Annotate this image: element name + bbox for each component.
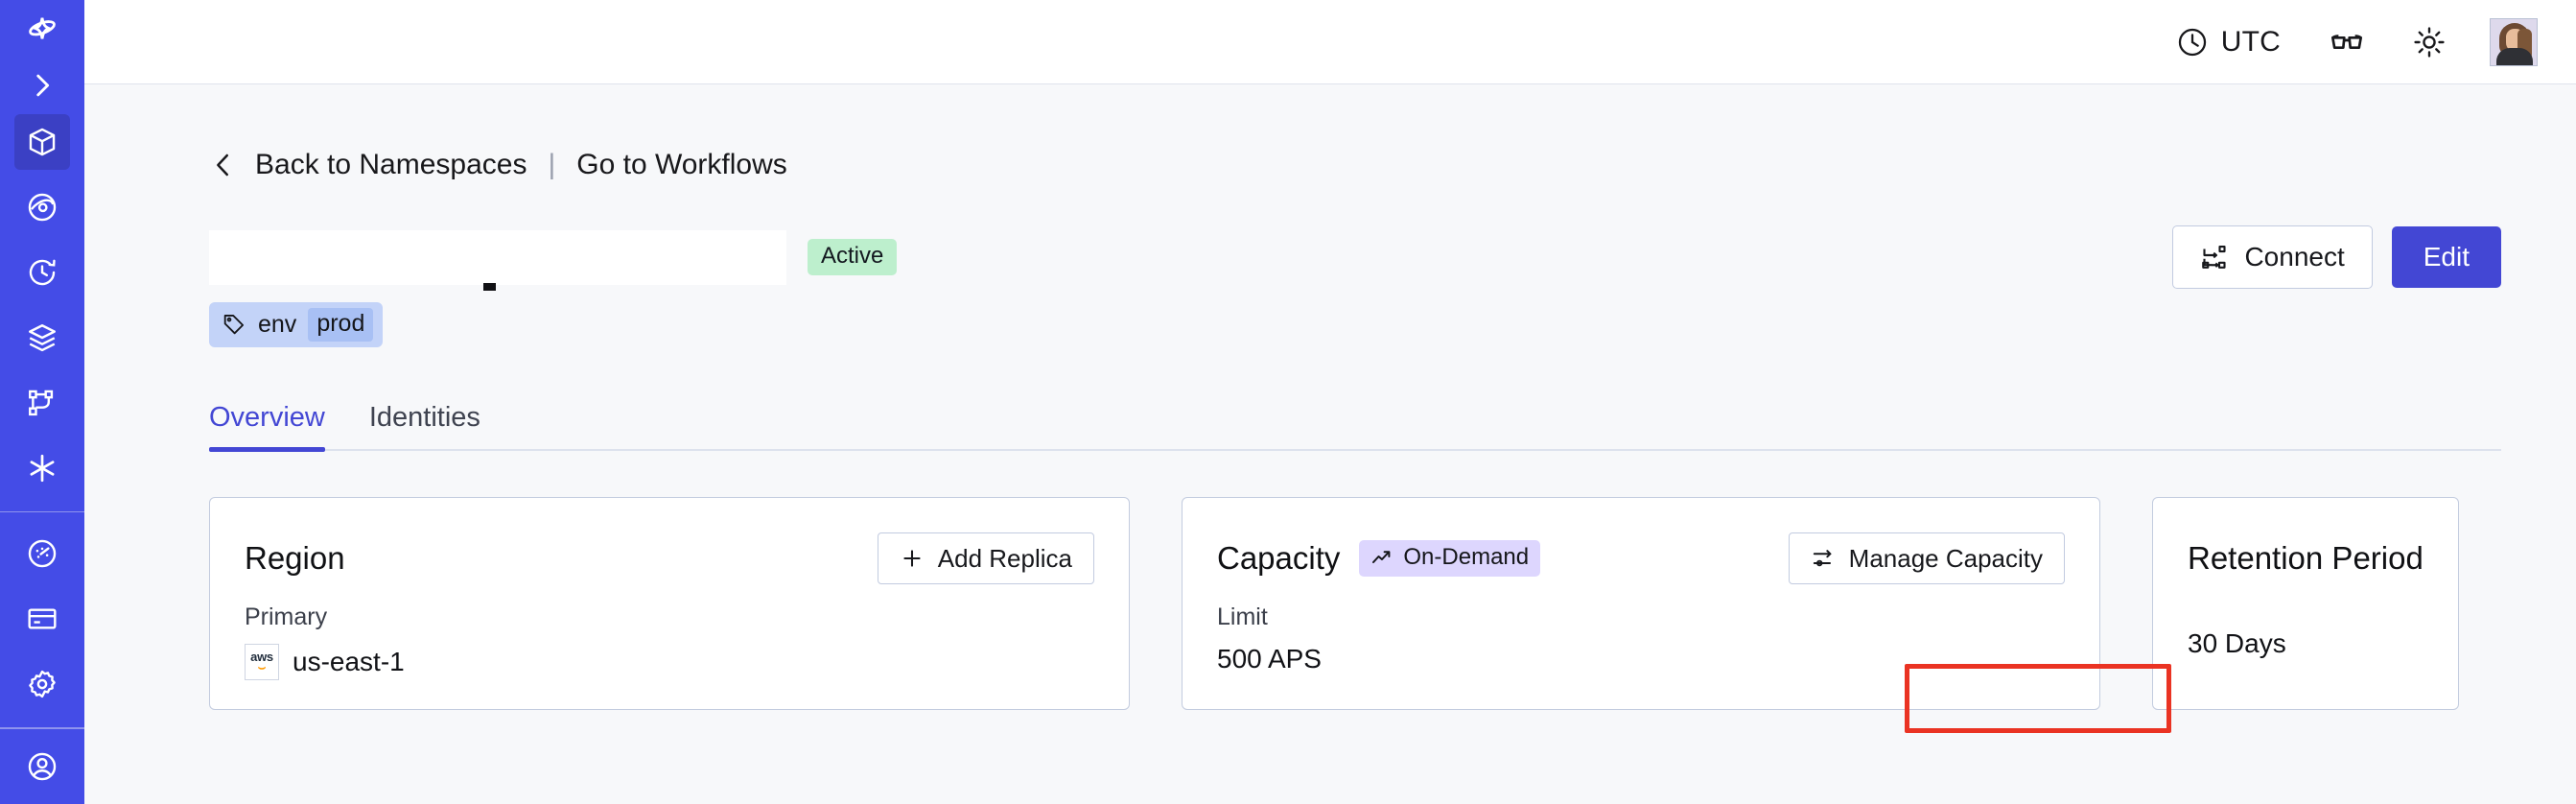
main-area: UTC — [84, 0, 2576, 804]
capacity-mode-badge: On-Demand — [1359, 539, 1541, 578]
asterisk-icon — [25, 451, 59, 485]
sidebar-item-billing[interactable] — [14, 591, 70, 647]
tag-key: env — [258, 310, 297, 338]
namespace-tags: env prod — [209, 301, 2501, 347]
header-actions: Connect Edit — [2172, 225, 2501, 289]
sidebar-item-observability[interactable] — [14, 179, 70, 235]
chevron-left-icon — [209, 151, 238, 179]
app-logo[interactable] — [0, 2, 84, 58]
theme-toggle-button[interactable] — [2400, 12, 2459, 72]
gauge-icon — [26, 537, 59, 570]
region-value: us-east-1 — [293, 647, 405, 676]
capacity-card-title: Capacity — [1217, 540, 1341, 576]
back-to-namespaces-link[interactable]: Back to Namespaces — [209, 149, 527, 181]
page-content: Back to Namespaces | Go to Workflows Act… — [84, 84, 2576, 804]
sidebar-item-schedules[interactable] — [14, 245, 70, 300]
clock-history-icon — [26, 256, 59, 289]
reading-mode-button[interactable] — [2317, 12, 2377, 72]
avatar-body — [2496, 47, 2533, 65]
sliders-icon — [1811, 546, 1836, 571]
timezone-selector[interactable]: UTC — [2163, 20, 2294, 64]
region-card-actions: Add Replica — [877, 532, 1094, 584]
sidebar-item-account[interactable] — [14, 739, 70, 794]
capacity-mode-label: On-Demand — [1403, 543, 1530, 570]
sun-icon — [2412, 25, 2447, 59]
retention-card-header: Retention Period — [2188, 531, 2424, 586]
add-replica-button[interactable]: Add Replica — [877, 532, 1094, 584]
breadcrumb-separator: | — [548, 149, 556, 180]
credit-card-icon — [26, 603, 59, 635]
region-card-header: Region Add Replica — [245, 531, 1094, 586]
connect-nodes-icon — [2200, 243, 2229, 272]
aws-logo-text: aws — [250, 650, 273, 664]
status-badge: Active — [808, 238, 898, 276]
glasses-icon — [2328, 23, 2366, 61]
sidebar-footer-group — [14, 739, 70, 804]
tag-icon — [222, 312, 246, 337]
tab-bar: Overview Identities — [209, 388, 2501, 452]
primary-sidebar — [0, 0, 84, 804]
overview-cards: Region Add Replica — [209, 497, 2501, 710]
capacity-card-header: Capacity On-Demand — [1217, 531, 2065, 586]
retention-card: Retention Period 30 Days — [2152, 497, 2459, 710]
sidebar-item-settings[interactable] — [14, 656, 70, 712]
capacity-limit-label: Limit — [1217, 603, 1268, 630]
add-replica-label: Add Replica — [937, 544, 1072, 573]
tag-chip-env[interactable]: env prod — [209, 301, 384, 347]
tab-overview[interactable]: Overview — [209, 402, 325, 452]
tab-identities[interactable]: Identities — [368, 402, 480, 433]
aws-logo-smile: ⌣ — [257, 660, 267, 674]
sidebar-expand-button[interactable] — [0, 58, 84, 113]
sidebar-item-usage[interactable] — [14, 526, 70, 581]
sidebar-primary-group — [14, 113, 70, 506]
user-circle-icon — [26, 750, 59, 783]
trending-up-icon — [1370, 546, 1393, 569]
region-card-title: Region — [245, 540, 345, 576]
timezone-label: UTC — [2220, 25, 2281, 58]
user-avatar[interactable] — [2490, 17, 2538, 66]
sidebar-divider-1 — [0, 510, 84, 513]
gear-icon — [26, 668, 59, 700]
namespace-title-redacted — [209, 229, 786, 285]
region-card: Region Add Replica — [209, 497, 1130, 710]
manage-capacity-label: Manage Capacity — [1848, 544, 2043, 573]
back-label: Back to Namespaces — [255, 149, 527, 180]
sidebar-item-workflows[interactable] — [14, 375, 70, 431]
sidebar-item-nexus[interactable] — [14, 440, 70, 496]
layers-icon — [26, 321, 59, 354]
aws-logo-icon: aws ⌣ — [245, 644, 279, 680]
breadcrumb: Back to Namespaces | Go to Workflows — [209, 144, 2501, 186]
sidebar-divider-2 — [0, 727, 84, 729]
tag-value: prod — [308, 307, 374, 342]
plus-icon — [900, 546, 925, 571]
connect-button[interactable]: Connect — [2172, 225, 2373, 289]
chevron-right-icon — [26, 69, 59, 102]
edit-label: Edit — [2423, 242, 2470, 272]
sidebar-item-namespaces[interactable] — [14, 113, 70, 170]
temporal-compass-logo-icon — [22, 10, 62, 50]
git-branch-icon — [26, 387, 59, 419]
region-primary-label: Primary — [245, 603, 328, 630]
retention-card-title: Retention Period — [2188, 540, 2424, 576]
manage-capacity-button[interactable]: Manage Capacity — [1788, 532, 2065, 584]
namespace-header: Active — [209, 225, 2501, 291]
clock-icon — [2176, 26, 2209, 59]
region-primary-value-row: aws ⌣ us-east-1 — [245, 644, 1094, 680]
capacity-card-actions: Manage Capacity — [1788, 532, 2065, 584]
connect-label: Connect — [2244, 242, 2345, 272]
title-cursor-mark — [483, 283, 496, 291]
retention-value: 30 Days — [2188, 628, 2286, 658]
sidebar-secondary-group — [14, 526, 70, 721]
top-bar: UTC — [84, 0, 2576, 84]
edit-button[interactable]: Edit — [2391, 226, 2501, 288]
eye-icon — [26, 191, 59, 224]
sidebar-item-batch-operations[interactable] — [14, 310, 70, 366]
capacity-card: Capacity On-Demand — [1182, 497, 2100, 710]
go-to-workflows-link[interactable]: Go to Workflows — [576, 149, 787, 180]
cube-icon — [26, 126, 59, 158]
capacity-limit-value: 500 APS — [1217, 644, 1322, 674]
